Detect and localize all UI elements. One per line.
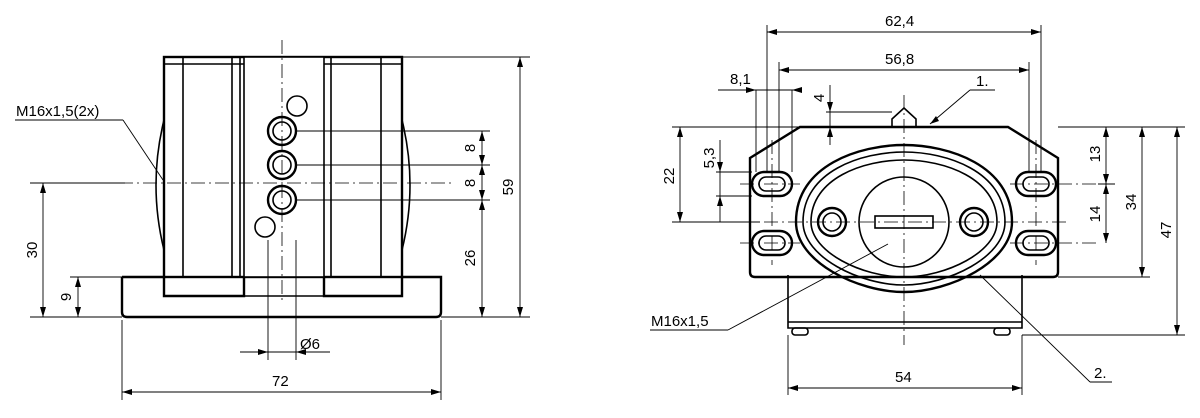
dim-624-label: 62,4	[885, 13, 914, 30]
thread-right-leader	[727, 243, 889, 331]
dim-59-label: 59	[500, 179, 517, 196]
arrow	[296, 349, 306, 355]
arrow	[827, 102, 833, 112]
arrow	[677, 212, 683, 222]
arrow	[677, 127, 683, 137]
arrow	[122, 389, 132, 395]
arrow	[517, 57, 523, 67]
right-view: 62,4 56,8 8,1 4 5,3 22 13 14 34 47 54 M1…	[650, 13, 1185, 395]
arrow	[717, 162, 723, 172]
arrow	[75, 307, 81, 317]
arrow	[1103, 233, 1109, 243]
arrow	[779, 67, 789, 73]
left-base-plate	[120, 275, 443, 319]
arrow	[1139, 267, 1145, 277]
thread-right-label: M16x1,5	[651, 313, 709, 330]
arrow	[431, 389, 441, 395]
arrow	[788, 385, 798, 391]
left-side-bulge	[155, 119, 165, 251]
thread-left-label: M16x1,5(2x)	[16, 103, 99, 120]
arrow	[930, 116, 939, 124]
dim-8a-label: 8	[462, 144, 479, 152]
dim-22-label: 22	[661, 168, 678, 185]
dim-47-label: 47	[1158, 222, 1175, 239]
arrow	[792, 87, 802, 93]
dim-9-label: 9	[58, 293, 75, 301]
left-view: M16x1,5(2x) 72 Ø6 59 8 8 26 30 9	[15, 40, 530, 400]
arrow	[479, 165, 485, 175]
label2-leader	[979, 274, 1091, 383]
arrow	[1103, 127, 1109, 137]
arrow	[40, 307, 46, 317]
right-flange	[748, 125, 1060, 279]
dim-72-label: 72	[272, 373, 289, 390]
right-dimensions	[650, 25, 1185, 395]
dim-568-label: 56,8	[885, 51, 914, 68]
arrow	[767, 29, 777, 35]
arrow	[40, 183, 46, 193]
arrow	[717, 196, 723, 206]
arrow	[479, 155, 485, 165]
right-foot-right	[993, 327, 1011, 336]
label-1: 1.	[976, 73, 989, 90]
arrow	[1019, 67, 1029, 73]
arrow	[258, 349, 268, 355]
label-2: 2.	[1094, 365, 1107, 382]
right-lower-housing	[787, 275, 1023, 329]
arrow	[1139, 127, 1145, 137]
arrow	[75, 277, 81, 287]
dim-34-label: 34	[1123, 194, 1140, 211]
dim-13-label: 13	[1087, 146, 1104, 163]
left-dimensions	[15, 56, 530, 400]
dim-30-label: 30	[24, 242, 41, 259]
arrow	[827, 127, 833, 137]
dim-26-label: 26	[462, 250, 479, 267]
arrow	[1103, 184, 1109, 194]
hole-small-top	[286, 95, 308, 117]
arrow	[1031, 29, 1041, 35]
arrow	[479, 190, 485, 200]
thread-left-leader	[122, 119, 164, 181]
left-center-column	[243, 56, 325, 278]
right-side-bulge	[401, 119, 411, 251]
right-foot-left	[791, 327, 809, 336]
dim-81-label: 8,1	[730, 71, 751, 88]
arrow	[479, 307, 485, 317]
dim-14-label: 14	[1087, 206, 1104, 223]
gasket-inner	[810, 159, 998, 278]
hole-small-bottom	[254, 216, 276, 238]
arrow	[479, 200, 485, 210]
arrow	[1012, 385, 1022, 391]
dim-53-label: 5,3	[701, 148, 718, 169]
dim-54-label: 54	[895, 369, 912, 386]
arrow	[746, 87, 756, 93]
dim-6-label: Ø6	[300, 336, 320, 353]
arrow	[1174, 127, 1180, 137]
dim-8b-label: 8	[462, 179, 479, 187]
arrow	[517, 307, 523, 317]
arrow	[479, 131, 485, 141]
dim-4-label: 4	[811, 94, 828, 102]
arrow	[1174, 325, 1180, 335]
arrow	[1103, 174, 1109, 184]
